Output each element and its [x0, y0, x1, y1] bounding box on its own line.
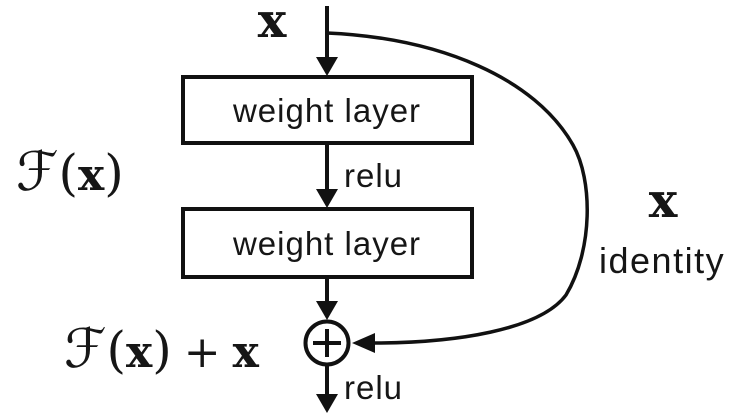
residual-sum-label: ℱ(x)+x: [64, 317, 260, 380]
weight-layer-2-box: [181, 207, 474, 279]
output-arrowhead-icon: [316, 394, 338, 413]
weight-layer-1-label: weight layer: [232, 92, 421, 129]
identity-arrowhead-icon: [352, 333, 375, 353]
sum-input-arrowhead-icon: [316, 301, 338, 320]
input-x-label: x: [258, 0, 287, 49]
plus-icon: [313, 329, 341, 357]
residual-function-label: ℱ(x): [16, 140, 124, 203]
identity-skip-connection: [326, 31, 589, 345]
relu-mid-label: relu: [344, 157, 403, 194]
identity-label: identity: [599, 240, 725, 281]
relu-output-label: relu: [344, 369, 403, 406]
identity-x-label: x: [649, 173, 678, 229]
input-arrowhead-icon: [316, 57, 338, 76]
weight-layer-1-box: [181, 75, 474, 145]
relu-arrowhead-icon: [316, 189, 338, 208]
weight-layer-2-label: weight layer: [232, 225, 421, 262]
